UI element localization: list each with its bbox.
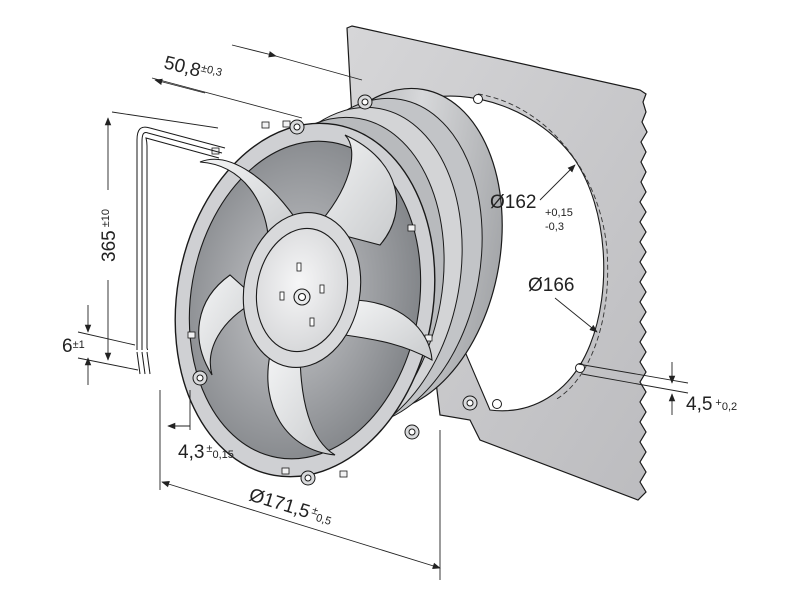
mounting-bosses: [192, 94, 478, 486]
blade-3: [344, 299, 433, 361]
bolt-circle: [477, 93, 609, 401]
hole-front-tol-sym: ±: [206, 443, 212, 455]
plate-hole-bottom: [492, 399, 502, 409]
strip-length-tol: 1: [79, 339, 85, 351]
strip-length-value: 6: [62, 336, 73, 357]
hub-center: [297, 292, 307, 302]
dimension-bolt-circle: Ø166: [528, 275, 598, 333]
svg-text:Ø171,5±0,5: Ø171,5±0,5: [247, 485, 335, 530]
cable-length-value: 365: [99, 230, 120, 262]
dimension-cutout-diameter: Ø162 +0,15 -0,3: [490, 164, 576, 233]
outer-dia-tol-sym: ±: [310, 504, 319, 517]
cutout-dia-tol-lower: -0,3: [545, 221, 564, 233]
dimension-strip-length: 6±1: [62, 305, 139, 385]
blade-4: [267, 349, 336, 456]
outer-dia-tol: 0,5: [314, 512, 332, 528]
plate-hole-right: [575, 363, 585, 373]
depth-value: 50,8: [162, 52, 203, 81]
svg-text:365±10: 365 ±10: [99, 209, 120, 262]
plate-hole-top: [473, 94, 483, 104]
blade-1: [199, 158, 301, 236]
svg-text:50,8±0,3: 50,8±0,3: [162, 52, 224, 86]
connection-cable: [135, 126, 226, 375]
svg-text:6±1: 6±1: [62, 336, 85, 357]
dimension-hole-front: 4,3±0,15: [159, 390, 234, 490]
dimension-hole-rear: 4,5+0,2: [577, 362, 737, 415]
cutout-dia-tol-upper: +0,15: [545, 207, 573, 219]
bolt-circle-value: Ø166: [528, 275, 574, 296]
svg-text:4,5+0,2: 4,5+0,2: [686, 394, 737, 415]
depth-tol: 0,3: [205, 64, 223, 79]
hole-front-tol: 0,15: [212, 449, 233, 461]
cable-length-tol: 10: [100, 209, 112, 221]
dimension-depth: 50,8±0,3: [151, 44, 363, 119]
dimension-cable-length: 365 ±10: [99, 111, 219, 361]
svg-text:4,3±0,15: 4,3±0,15: [178, 442, 234, 463]
cutout-dia-value: Ø162: [490, 192, 536, 213]
strip-length-tol-sym: ±: [73, 339, 79, 351]
hole-rear-tol: 0,2: [722, 401, 737, 413]
hole-rear-tol-sym: +: [715, 397, 721, 409]
hole-rear-value: 4,5: [686, 394, 712, 415]
impeller: [198, 134, 433, 456]
hub-slots: [279, 262, 325, 327]
cable-length-tol-sym: ±: [100, 221, 112, 227]
hole-front-value: 4,3: [178, 442, 204, 463]
depth-tol-sym: ±: [200, 62, 209, 75]
outer-dia-value: Ø171,5: [247, 485, 313, 523]
blade-2: [313, 134, 398, 246]
